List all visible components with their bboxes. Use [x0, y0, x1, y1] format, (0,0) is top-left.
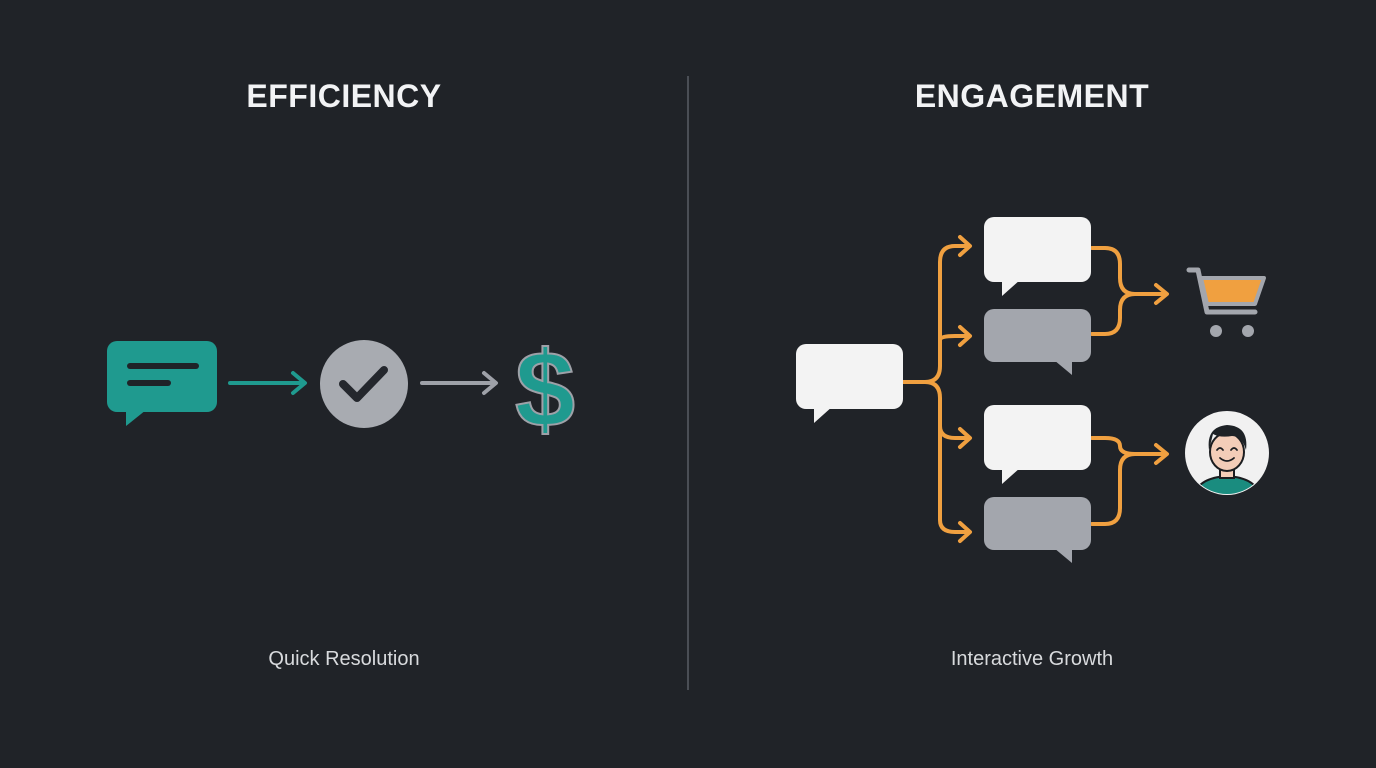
- branch-connectors: [901, 235, 1169, 543]
- engagement-title: ENGAGEMENT: [914, 78, 1150, 114]
- reply-bubble-1: [984, 217, 1091, 296]
- reply-bubble-2: [984, 309, 1091, 375]
- chat-bubble-icon: [107, 341, 217, 426]
- efficiency-title: EFFICIENCY: [246, 78, 442, 114]
- reply-bubble-3: [984, 405, 1091, 484]
- arrow-gray-icon: [420, 371, 498, 395]
- source-message-bubble: [796, 344, 903, 423]
- dollar-icon: $: [514, 327, 576, 450]
- efficiency-caption: Quick Resolution: [268, 648, 420, 670]
- user-avatar-icon: [1185, 411, 1269, 495]
- arrow-teal-icon: [228, 371, 307, 395]
- shopping-cart-icon: [1186, 267, 1266, 337]
- divider: [687, 76, 689, 690]
- engagement-caption: Interactive Growth: [950, 648, 1114, 670]
- svg-text:$: $: [515, 328, 575, 449]
- check-circle-icon: [320, 340, 408, 428]
- reply-bubble-4: [984, 497, 1091, 563]
